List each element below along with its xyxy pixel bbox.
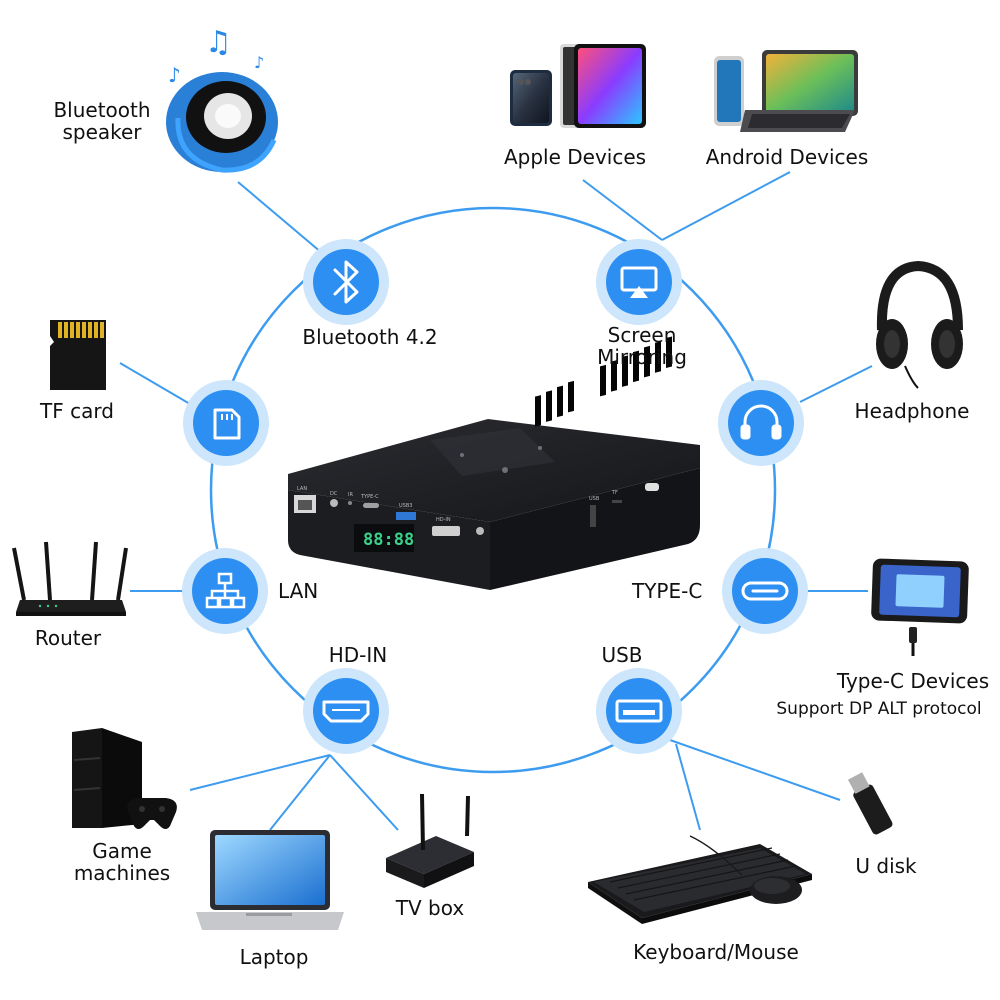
bluetooth-badge [303, 239, 389, 325]
hdmi-port-icon [322, 700, 370, 723]
label-bluetooth-speaker: Bluetooth speaker [53, 98, 151, 145]
label-hd-in: HD-IN [328, 643, 388, 667]
screen-mirroring-icon [620, 266, 658, 298]
vent-grille [535, 336, 672, 427]
label-game-machines: Game machines [73, 839, 171, 886]
mini-projector: LAN DC IR TYPE-C USB3 HD-IN USB TF 88:88 [288, 336, 700, 590]
apple-devices-image [510, 44, 646, 128]
headphone-image [876, 260, 963, 389]
label-laptop: Laptop [239, 945, 309, 969]
dc-port [330, 499, 338, 507]
lan-badge [182, 548, 268, 634]
headphone-badge [718, 380, 804, 466]
port-label-usb3: USB3 [399, 503, 412, 509]
type-c-badge [722, 548, 808, 634]
port-label-dc: DC [330, 491, 338, 497]
port-label-type-c: TYPE-C [360, 494, 379, 500]
music-note-icon: ♫ [205, 25, 232, 60]
label-type-c: TYPE-C [632, 579, 703, 603]
label-type-c-devices: Type-C Devices [836, 669, 990, 693]
power-button [645, 483, 659, 491]
laptop-image [196, 830, 344, 930]
type-c-port [363, 503, 379, 508]
tf-card-image [50, 320, 106, 390]
led-readout: 88:88 [363, 530, 414, 550]
tv-box-image [386, 793, 474, 888]
label-apple-devices: Apple Devices [503, 145, 647, 169]
label-lan: LAN [278, 579, 319, 603]
port-label-hd-in: HD-IN [436, 517, 451, 523]
type-c-port-icon [741, 581, 789, 601]
label-keyboard-mouse: Keyboard/Mouse [633, 940, 799, 964]
label-tf-card: TF card [40, 399, 114, 423]
connection-ring [209, 206, 777, 774]
port-label-usb: USB [589, 496, 600, 502]
port-label-lan: LAN [297, 486, 307, 492]
music-note-icon: ♪ [254, 53, 264, 72]
audio-jack [476, 527, 484, 535]
label-android-devices: Android Devices [705, 145, 869, 169]
type-c-phone-image [871, 558, 969, 656]
tf-slot [612, 500, 622, 503]
label-headphone: Headphone [854, 399, 970, 423]
music-note-icon: ♪ [168, 63, 181, 87]
side-usb-port [590, 505, 596, 527]
network-icon [205, 572, 246, 609]
tf-card-badge [183, 380, 269, 466]
keyboard-mouse-image [588, 835, 812, 924]
led-display [354, 524, 414, 552]
connector-lines [119, 171, 873, 831]
android-devices-image [714, 50, 858, 132]
usb-badge [596, 668, 682, 754]
router-image [12, 541, 128, 616]
hdmi-port [432, 526, 460, 536]
label-tv-box: TV box [395, 896, 465, 920]
game-console-image [72, 728, 177, 829]
usb-port-icon [615, 699, 663, 723]
label-bluetooth-4-2: Bluetooth 4.2 [302, 325, 438, 349]
u-disk-image [847, 772, 893, 835]
label-u-disk: U disk [855, 854, 917, 878]
ir-window [348, 501, 352, 505]
port-label-ir: IR [348, 492, 353, 498]
bluetooth-speaker-image: ♫ ♪ ♪ [166, 25, 278, 173]
sd-card-icon [213, 408, 241, 440]
usb3-port [396, 512, 416, 520]
label-router: Router [34, 626, 102, 650]
label-dp-alt-note: Support DP ALT protocol [776, 699, 982, 719]
hdmi-badge [303, 668, 389, 754]
bluetooth-icon [333, 260, 359, 304]
label-screen-mirroring: Screen Mirroring [597, 323, 687, 370]
headphone-icon [740, 404, 782, 440]
label-usb: USB [601, 643, 643, 667]
port-label-tf: TF [611, 490, 618, 496]
screen-mirroring-badge [596, 239, 682, 325]
